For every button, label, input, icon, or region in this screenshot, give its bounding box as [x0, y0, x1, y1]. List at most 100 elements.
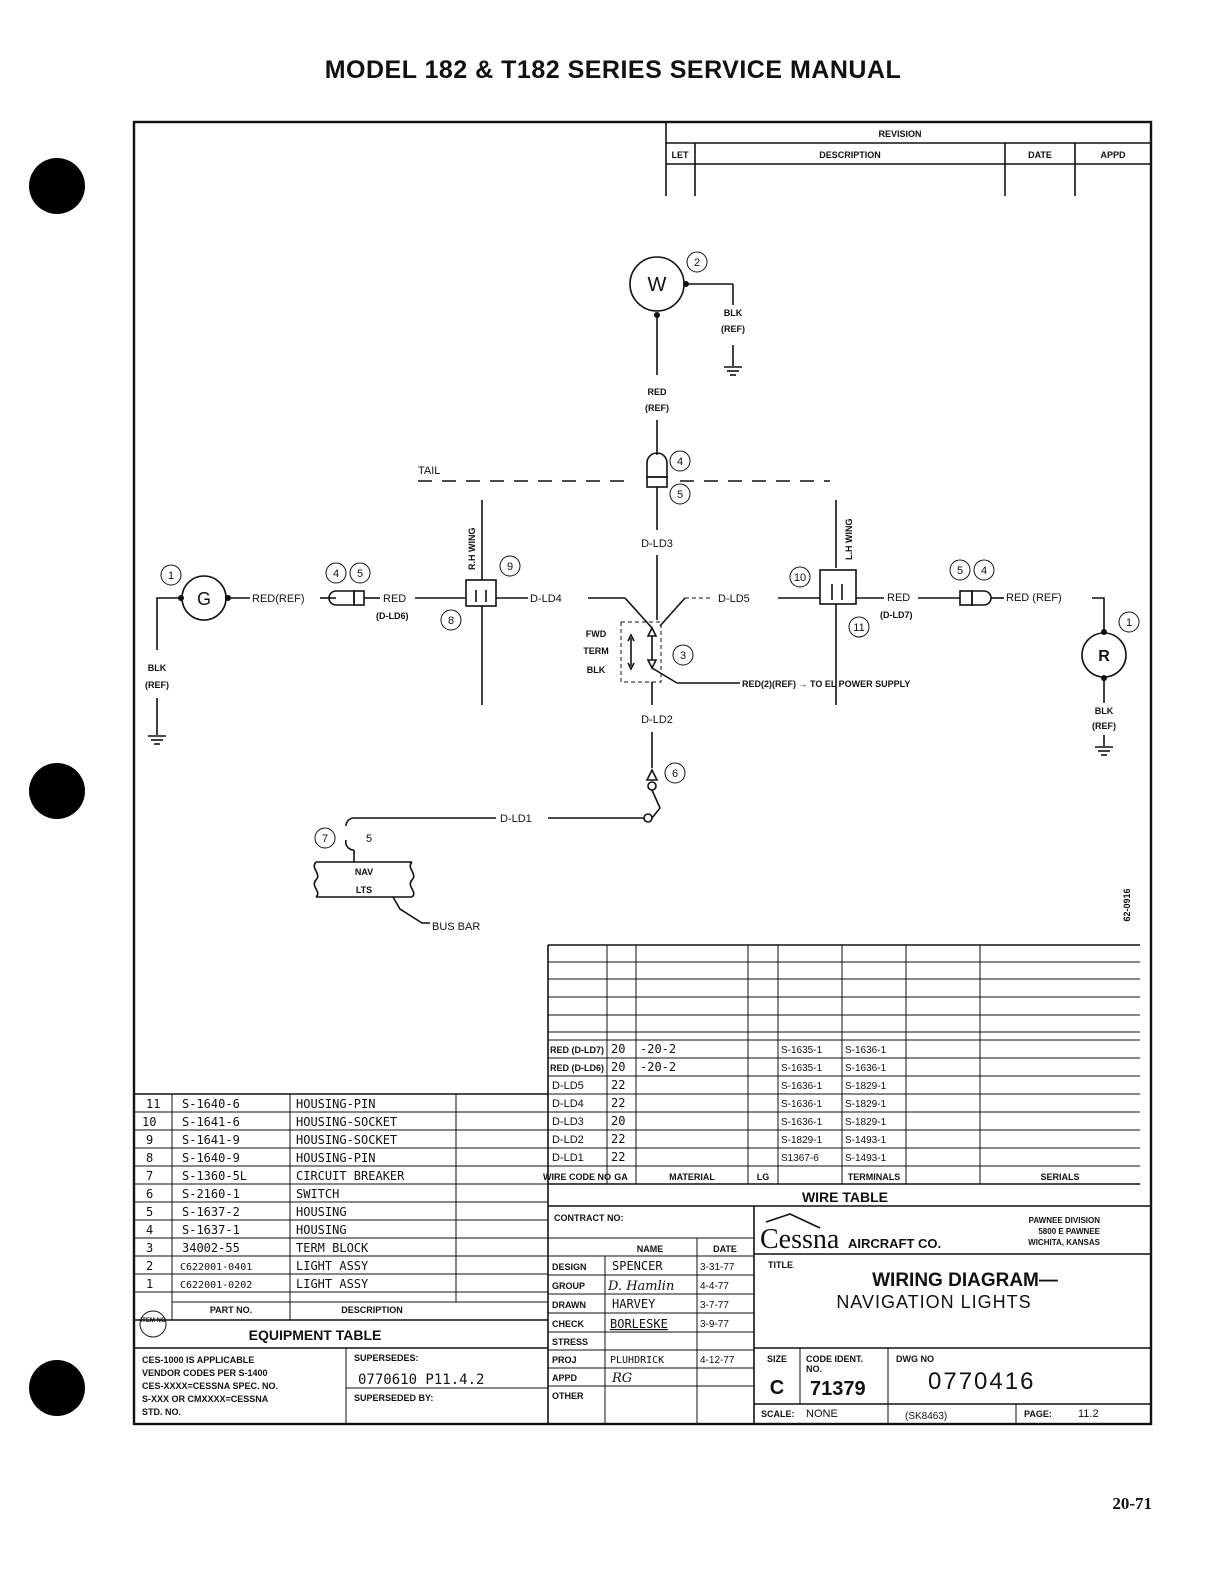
wire-material: -20-2: [640, 1060, 676, 1074]
svg-text:C622001-0202: C622001-0202: [180, 1280, 252, 1291]
label-nav: NAV: [355, 867, 373, 877]
wire-material: -20-2: [640, 1042, 676, 1056]
wire-table: WIRE TABLE WIRE CODE NO GA MATERIAL LG T…: [543, 944, 1151, 1207]
code-ident-value: 71379: [810, 1378, 866, 1400]
label-red-ref-w: (REF): [645, 403, 669, 413]
item-2-balloon: [686, 251, 708, 273]
code-ident-label: CODE IDENT.: [806, 1354, 863, 1364]
svg-text:CIRCUIT BREAKER: CIRCUIT BREAKER: [296, 1169, 405, 1183]
svg-text:HOUSING: HOUSING: [296, 1205, 347, 1219]
svg-text:S-1641-6: S-1641-6: [182, 1115, 240, 1129]
label-tail: TAIL: [418, 465, 440, 477]
label-d-ld5: D-LD5: [718, 593, 750, 605]
svg-text:APPD: APPD: [552, 1373, 578, 1383]
item-5-left-number: 5: [357, 568, 363, 580]
supersedes-label: SUPERSEDES:: [354, 1353, 419, 1363]
binder-hole-top: [29, 158, 85, 214]
wire-terminal-1: S-1829-1: [781, 1135, 823, 1146]
label-term: TERM: [583, 646, 609, 656]
wire-terminal-1: S-1635-1: [781, 1045, 823, 1056]
page-label: PAGE:: [1024, 1409, 1052, 1419]
lh-connector-housing: [328, 590, 355, 606]
svg-text:S-1637-2: S-1637-2: [182, 1205, 240, 1219]
svg-text:HARVEY: HARVEY: [612, 1297, 656, 1311]
svg-text:S-1360-5L: S-1360-5L: [182, 1169, 247, 1183]
revision-col-appd: APPD: [1100, 150, 1126, 160]
drawing-title-line-2: NAVIGATION LIGHTS: [836, 1292, 1031, 1312]
wire-ga: 22: [611, 1132, 625, 1146]
svg-text:DESIGN: DESIGN: [552, 1262, 587, 1272]
svg-text:S-1641-9: S-1641-9: [182, 1133, 240, 1147]
svg-text:BORLESKE: BORLESKE: [610, 1317, 668, 1331]
svg-text:LIGHT ASSY: LIGHT ASSY: [296, 1259, 369, 1273]
wire-terminal-2: S-1636-1: [845, 1063, 887, 1074]
wire-ga: 20: [611, 1114, 625, 1128]
ref-number: (SK8463): [905, 1411, 947, 1422]
svg-text:3-7-77: 3-7-77: [700, 1300, 729, 1311]
svg-text:HOUSING-PIN: HOUSING-PIN: [296, 1151, 375, 1165]
equipment-table-title: EQUIPMENT TABLE: [249, 1327, 382, 1343]
white-light-letter: W: [648, 274, 667, 296]
label-red-w: RED: [647, 387, 667, 397]
wire-terminal-2: S-1829-1: [845, 1081, 887, 1092]
wire-code: RED (D-LD6): [550, 1063, 604, 1073]
wire-code: D-LD3: [552, 1116, 584, 1128]
item-7-number: 7: [322, 833, 328, 845]
label-red-dld6-code: (D-LD6): [376, 611, 409, 621]
item-1-red-number: 1: [1126, 617, 1132, 629]
signature: D. Hamlin: [607, 1279, 674, 1294]
division-line-1: PAWNEE DIVISION: [1029, 1216, 1101, 1225]
svg-text:CHECK: CHECK: [552, 1319, 585, 1329]
label-blk-r: BLK: [1095, 706, 1114, 716]
wire-ga: 22: [611, 1078, 625, 1092]
wire-ga: 20: [611, 1042, 625, 1056]
tail-connector-housing: [646, 452, 668, 478]
vendor-note-3: CES-XXXX=CESSNA SPEC. NO.: [142, 1381, 278, 1391]
wire-table-row: D-LD2 22 S-1829-1 S-1493-1: [552, 1132, 887, 1146]
svg-text:4: 4: [146, 1223, 153, 1237]
wire-table-col-code: WIRE CODE NO: [543, 1172, 611, 1182]
label-cb-rating: 5: [366, 833, 372, 845]
svg-text:4-4-77: 4-4-77: [700, 1281, 729, 1292]
company-suffix: AIRCRAFT CO.: [848, 1236, 941, 1251]
approval-row: STRESS: [552, 1337, 588, 1347]
svg-text:5: 5: [146, 1205, 153, 1219]
division-line-3: WICHITA, KANSAS: [1028, 1238, 1101, 1247]
wire-terminal-2: S-1493-1: [845, 1135, 887, 1146]
svg-text:LIGHT ASSY: LIGHT ASSY: [296, 1277, 369, 1291]
wire-table-row: D-LD4 22 S-1636-1 S-1829-1: [552, 1096, 887, 1110]
binder-hole-middle: [29, 763, 85, 819]
label-blk-w: BLK: [724, 308, 743, 318]
svg-text:2: 2: [146, 1259, 153, 1273]
drawing-title-line-1: WIRING DIAGRAM—: [872, 1270, 1058, 1291]
svg-text:4-12-77: 4-12-77: [700, 1355, 735, 1366]
svg-text:PROJ: PROJ: [552, 1355, 577, 1365]
equipment-row: 5 S-1637-2 HOUSING: [146, 1205, 347, 1219]
svg-text:8: 8: [146, 1151, 153, 1165]
label-red-ref-g: RED(REF): [252, 593, 305, 605]
size-label: SIZE: [767, 1354, 787, 1364]
svg-text:SWITCH: SWITCH: [296, 1187, 339, 1201]
item-4-tail-number: 4: [677, 456, 683, 468]
page-number: 20-71: [1112, 1494, 1152, 1513]
equipment-col-part: PART NO.: [210, 1305, 252, 1315]
svg-text:HOUSING-SOCKET: HOUSING-SOCKET: [296, 1133, 397, 1147]
svg-text:10: 10: [142, 1115, 156, 1129]
item-4-left-number: 4: [333, 568, 339, 580]
wire-ga: 20: [611, 1060, 625, 1074]
label-blk-ref-w: (REF): [721, 324, 745, 334]
label-lts: LTS: [356, 885, 372, 895]
wire-terminal-1: S-1635-1: [781, 1063, 823, 1074]
label-red-ref-r: RED (REF): [1006, 592, 1062, 604]
label-d-ld3: D-LD3: [641, 538, 673, 550]
